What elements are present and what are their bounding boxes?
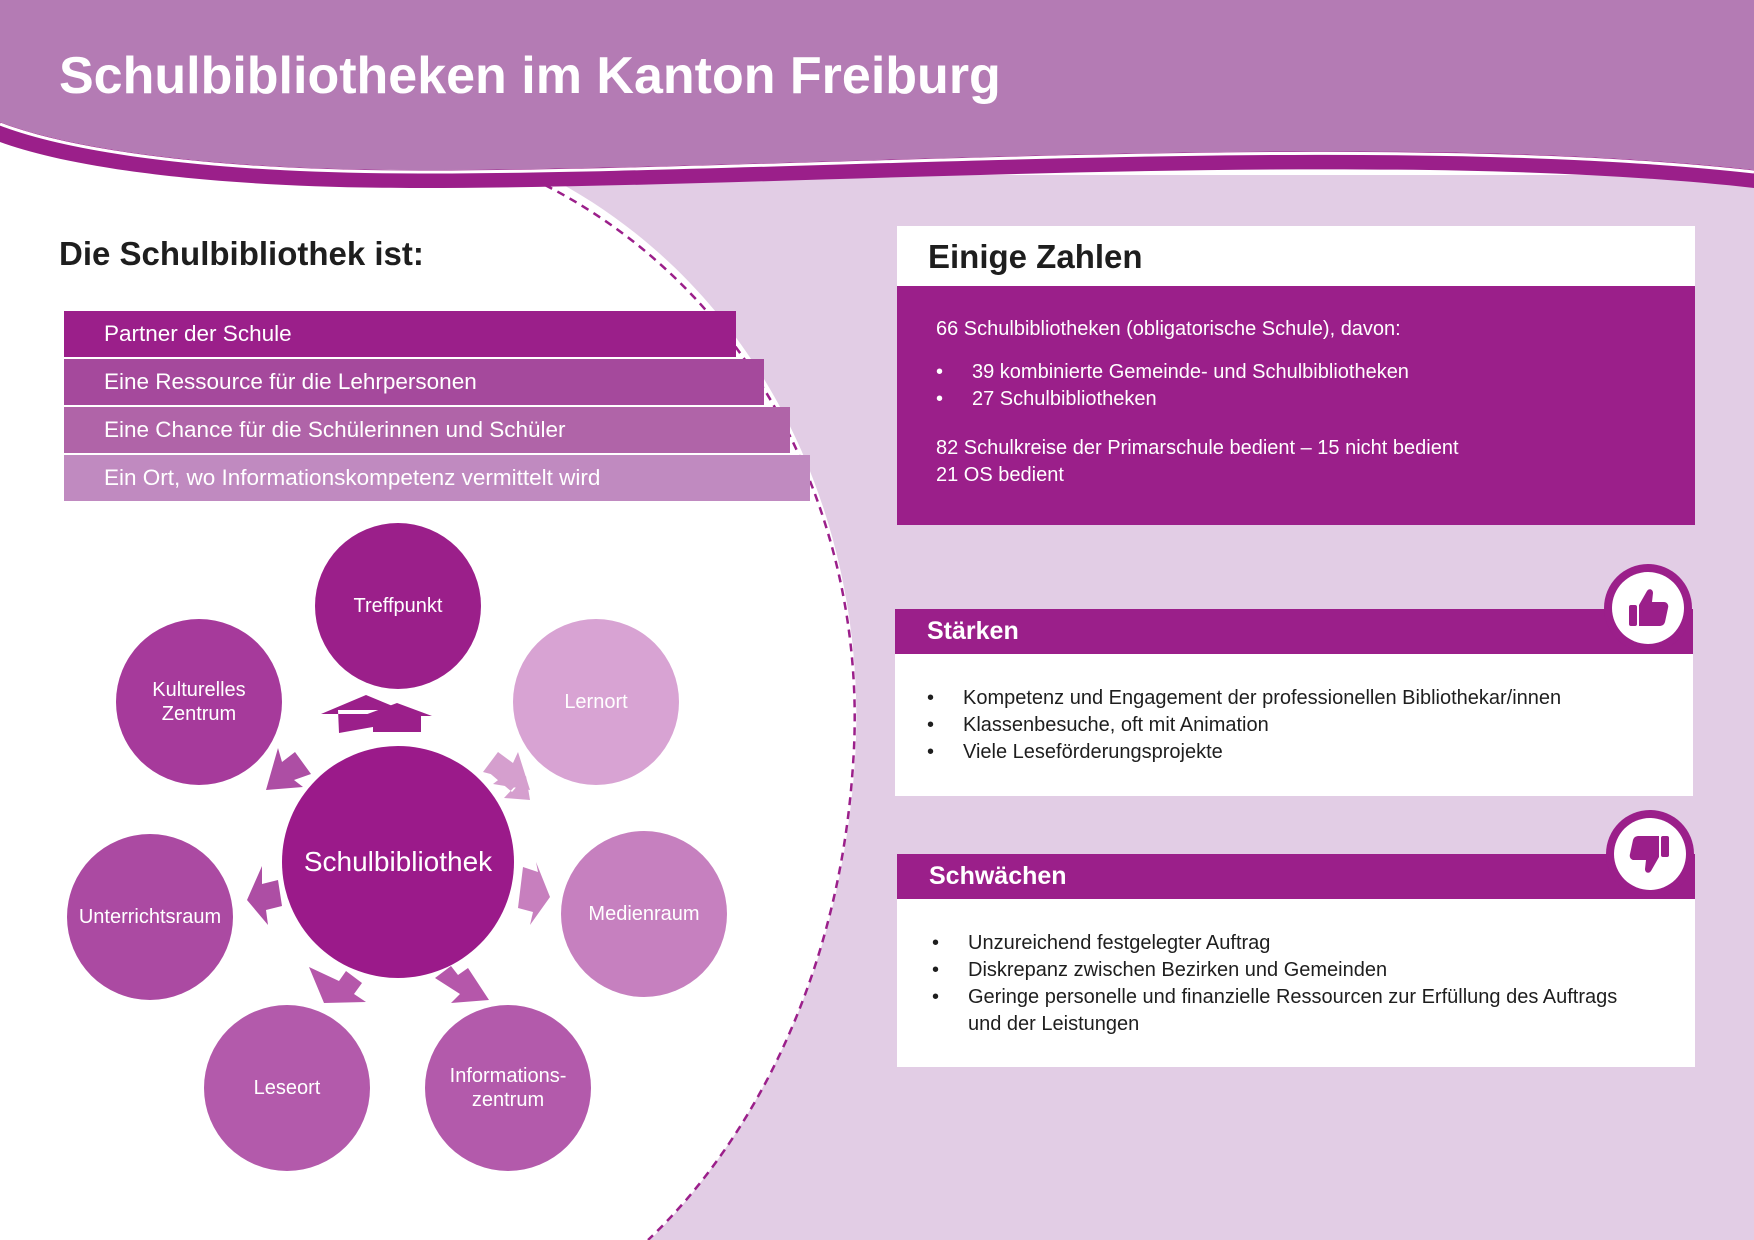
role-row: Ein Ort, wo Informationskompetenz vermit… bbox=[64, 455, 810, 501]
diagram-node-informationszentrum: Informations- zentrum bbox=[425, 1005, 591, 1171]
strengths-body: Kompetenz und Engagement der professione… bbox=[895, 654, 1693, 796]
numbers-list: 39 kombinierte Gemeinde- und Schulbiblio… bbox=[936, 359, 1695, 413]
numbers-line-os: 21 OS bedient bbox=[936, 464, 1064, 486]
role-row: Eine Chance für die Schülerinnen und Sch… bbox=[64, 407, 790, 453]
role-label: Eine Ressource für die Lehrpersonen bbox=[104, 369, 477, 394]
diagram-node-leseort: Leseort bbox=[204, 1005, 370, 1171]
node-label: Treffpunkt bbox=[353, 595, 443, 617]
diagram-center-node: Schulbibliothek bbox=[282, 746, 514, 978]
numbers-intro: 66 Schulbibliotheken (obligatorische Sch… bbox=[936, 318, 1401, 340]
role-list: Partner der Schule Eine Ressource für di… bbox=[64, 311, 810, 501]
node-label: Lernort bbox=[564, 691, 628, 713]
role-label: Eine Chance für die Schülerinnen und Sch… bbox=[104, 417, 566, 442]
arrow-left-icon bbox=[247, 866, 282, 925]
strengths-badge bbox=[1604, 564, 1692, 652]
node-label: Medienraum bbox=[588, 903, 700, 925]
weaknesses-title: Schwächen bbox=[929, 862, 1067, 890]
arrow-icon bbox=[366, 690, 432, 705]
diagram-arrow-layer bbox=[247, 690, 550, 1003]
node-label: Unterrichtsraum bbox=[78, 906, 222, 928]
list-item: Viele Leseförderungsprojekte bbox=[927, 739, 1693, 766]
list-item: Kompetenz und Engagement der professione… bbox=[927, 685, 1693, 712]
strengths-header: Stärken bbox=[895, 609, 1693, 654]
role-label: Ein Ort, wo Informationskompetenz vermit… bbox=[104, 465, 601, 490]
numbers-card-title-bar bbox=[897, 226, 1695, 286]
numbers-card-body: 66 Schulbibliotheken (obligatorische Sch… bbox=[897, 286, 1695, 525]
list-item: Klassenbesuche, oft mit Animation bbox=[927, 712, 1693, 739]
arrow-down-right-icon bbox=[435, 966, 489, 1003]
arrow-right-icon bbox=[518, 862, 550, 925]
header-wave-line bbox=[0, 122, 1754, 174]
role-row: Eine Ressource für die Lehrpersonen bbox=[64, 359, 764, 405]
library-role-diagram: Treffpunkt Lernort Medienraum Informatio… bbox=[0, 0, 727, 1171]
node-label: Kulturelles Zentrum bbox=[152, 679, 246, 725]
role-row: Partner der Schule bbox=[64, 311, 736, 357]
arrow-up-right-icon bbox=[483, 752, 530, 790]
badge-inner bbox=[1612, 572, 1684, 644]
arrow-up-icon bbox=[362, 703, 432, 732]
weaknesses-list: Unzureichend festgelegter Auftrag Diskre… bbox=[932, 930, 1655, 1038]
role-label: Partner der Schule bbox=[104, 321, 292, 346]
diagram-node-unterrichtsraum: Unterrichtsraum bbox=[67, 834, 233, 1000]
thumbs-down-icon bbox=[1629, 836, 1669, 873]
diagram-node-lernort: Lernort bbox=[513, 619, 679, 785]
weaknesses-badge bbox=[1606, 810, 1694, 898]
node-label: Leseort bbox=[253, 1077, 321, 1099]
numbers-card-title: Einige Zahlen bbox=[928, 238, 1143, 275]
node-label: Informations- zentrum bbox=[449, 1065, 567, 1111]
weaknesses-header: Schwächen bbox=[897, 854, 1695, 899]
arrow-down-left-icon bbox=[309, 967, 366, 1003]
strengths-title: Stärken bbox=[927, 617, 1019, 645]
page-title: Schulbibliotheken im Kanton Freiburg bbox=[59, 47, 1001, 105]
section-heading-library-is: Die Schulbibliothek ist: bbox=[59, 235, 424, 272]
diagram-node-medienraum: Medienraum bbox=[561, 831, 727, 997]
diagram-node-treffpunkt: Treffpunkt bbox=[315, 523, 481, 689]
weaknesses-body: Unzureichend festgelegter Auftrag Diskre… bbox=[897, 899, 1695, 1067]
list-item: 27 Schulbibliotheken bbox=[936, 386, 1695, 413]
thumbs-up-icon bbox=[1629, 589, 1669, 626]
strengths-list: Kompetenz und Engagement der professione… bbox=[927, 685, 1693, 766]
list-item: Geringe personelle und finanzielle Resso… bbox=[932, 984, 1655, 1038]
center-label: Schulbibliothek bbox=[303, 846, 493, 878]
arrow-up-left-icon bbox=[266, 748, 311, 790]
badge-inner bbox=[1614, 818, 1686, 890]
header-band bbox=[0, 0, 1754, 170]
numbers-line-schulkreise: 82 Schulkreise der Primarschule bedient … bbox=[936, 437, 1459, 459]
list-item: Diskrepanz zwischen Bezirken und Gemeind… bbox=[932, 957, 1655, 984]
list-item: 39 kombinierte Gemeinde- und Schulbiblio… bbox=[936, 359, 1695, 386]
diagram-node-kulturelles-zentrum: Kulturelles Zentrum bbox=[116, 619, 282, 785]
list-item: Unzureichend festgelegter Auftrag bbox=[932, 930, 1655, 957]
